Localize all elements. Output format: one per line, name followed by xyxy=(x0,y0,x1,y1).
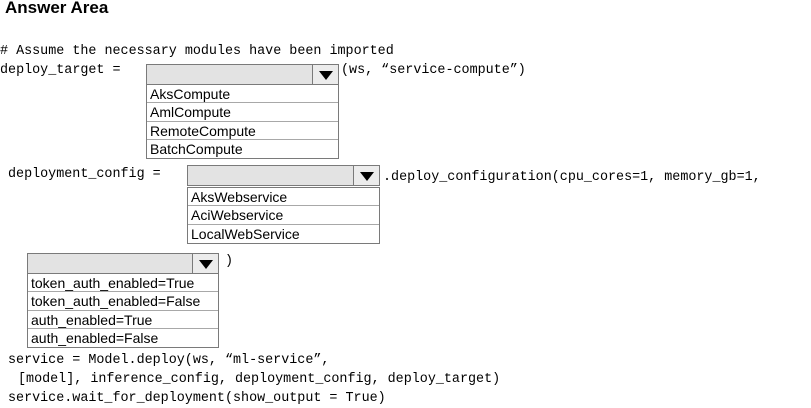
deploy-target-args: (ws, “service-compute”) xyxy=(341,63,526,78)
service-deploy-args: [model], inference_config, deployment_co… xyxy=(18,372,501,387)
service-deploy-line: service = Model.deploy(ws, “ml-service”, xyxy=(8,353,330,368)
triangle-down-icon xyxy=(199,260,213,269)
deploy-configuration-call: .deploy_configuration(cpu_cores=1, memor… xyxy=(383,170,761,185)
service-wait-line: service.wait_for_deployment(show_output … xyxy=(8,391,386,406)
answer-area-title: Answer Area xyxy=(5,0,109,17)
option-batchcompute[interactable]: BatchCompute xyxy=(150,140,243,157)
webservice-dropdown-toggle[interactable] xyxy=(353,166,379,185)
option-amlcompute[interactable]: AmlCompute xyxy=(147,103,338,122)
deploy-target-label: deploy_target = xyxy=(0,63,121,78)
auth-dropdown-toggle[interactable] xyxy=(192,254,218,273)
compute-target-dropdown-toggle[interactable] xyxy=(312,65,338,84)
option-localwebservice[interactable]: LocalWebService xyxy=(191,225,300,242)
option-akscompute[interactable]: AksCompute xyxy=(147,85,338,104)
auth-dropdown[interactable] xyxy=(27,253,219,274)
option-akswebservice[interactable]: AksWebservice xyxy=(188,188,379,207)
webservice-dropdown[interactable] xyxy=(187,165,380,186)
option-auth-true[interactable]: auth_enabled=True xyxy=(28,311,218,329)
compute-target-dropdown[interactable] xyxy=(146,64,339,85)
webservice-options: AksWebservice AciWebservice LocalWebServ… xyxy=(187,187,380,244)
option-remotecompute[interactable]: RemoteCompute xyxy=(147,122,338,140)
option-token-auth-false[interactable]: token_auth_enabled=False xyxy=(28,292,218,311)
deployment-config-label: deployment_config = xyxy=(8,167,161,182)
option-token-auth-true[interactable]: token_auth_enabled=True xyxy=(28,274,218,293)
triangle-down-icon xyxy=(360,172,374,181)
triangle-down-icon xyxy=(319,71,333,80)
code-comment: # Assume the necessary modules have been… xyxy=(0,44,394,59)
compute-target-options: AksCompute AmlCompute RemoteCompute Batc… xyxy=(146,84,339,160)
closing-paren: ) xyxy=(225,254,234,269)
auth-options: token_auth_enabled=True token_auth_enabl… xyxy=(27,273,219,349)
option-aciwebservice[interactable]: AciWebservice xyxy=(188,206,379,225)
option-auth-false[interactable]: auth_enabled=False xyxy=(31,329,159,346)
